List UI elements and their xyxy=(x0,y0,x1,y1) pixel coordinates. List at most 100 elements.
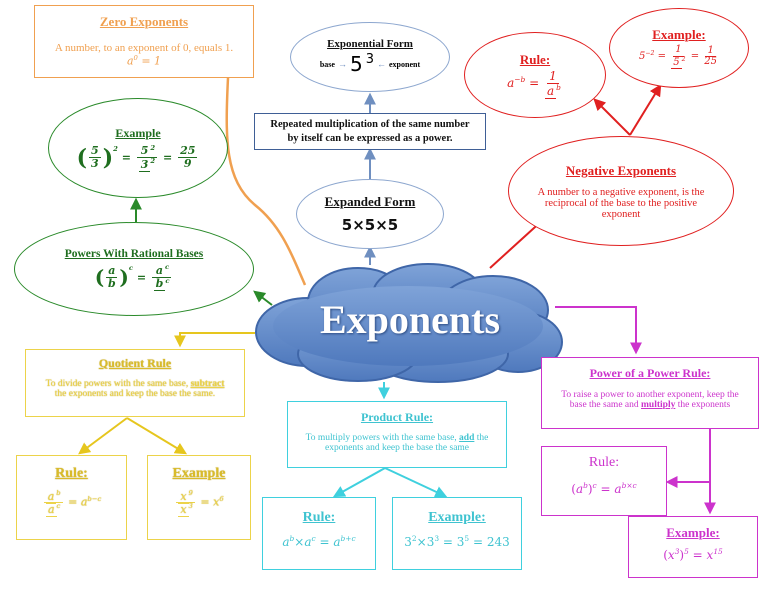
orange-connector xyxy=(225,77,307,286)
q-ex-den-exp: 3 xyxy=(188,502,193,511)
quotient-line1b: subtract xyxy=(190,379,225,389)
eg-exp: 2 xyxy=(113,144,118,153)
rat-eq: = xyxy=(133,270,150,284)
p-ex-eq: = xyxy=(439,535,457,549)
product-line1a: To multiply powers with the same base, xyxy=(305,433,460,443)
q-rule-num-exp: b xyxy=(56,489,61,497)
pwe-open: ( xyxy=(663,548,668,562)
negative-line1: A number to a negative exponent, is the xyxy=(537,186,705,198)
product-rule-box: Product Rule: To multiply powers with th… xyxy=(287,401,507,468)
negative-line3: exponent xyxy=(601,208,641,220)
paren-close: ) xyxy=(102,144,114,171)
pwe-x: x xyxy=(667,548,675,562)
exponential-base-label: base xyxy=(319,59,335,69)
exponential-title: Exponential Form xyxy=(327,38,413,50)
eg-d3: 9 xyxy=(183,157,192,170)
red-connector-left xyxy=(593,98,631,136)
q-ex-res-base: x xyxy=(213,495,220,509)
zero-exponents-box: Zero Exponents A number, to an exponent … xyxy=(34,5,254,78)
p-rule-a2: a xyxy=(304,535,312,549)
q-ex-eq: = xyxy=(196,495,214,509)
product-rule-formula-box: Rule: ab×ac = ab+c xyxy=(262,497,376,570)
neg-rule-lhs-base: a xyxy=(507,76,515,91)
q-rule-den-base: a xyxy=(45,502,57,517)
rat-rnum-exp: c xyxy=(165,263,170,272)
power-example-box: Example: (x3)5 = x15 xyxy=(628,516,758,578)
q-rule-res-exp: b−c xyxy=(87,495,102,504)
power-line2c: the exponents xyxy=(675,400,731,410)
q-example-title: Example xyxy=(172,466,226,481)
example-green-title: Example xyxy=(115,125,161,140)
neg-ex-num2: 1 xyxy=(705,44,716,58)
eg-d2e: 2 xyxy=(150,157,156,165)
product-line1b: add xyxy=(459,433,475,443)
cyan-connector-right xyxy=(384,467,448,498)
neg-ex-den1-exp: 2 xyxy=(681,55,686,63)
exponential-base: 5 xyxy=(349,52,363,76)
q-ex-res-exp: 6 xyxy=(219,495,224,504)
p-rule-title: Rule: xyxy=(302,510,336,525)
product-line2: exponents and keep the base the same xyxy=(324,443,470,453)
eg-n2e: 2 xyxy=(150,143,156,152)
neg-rule-eq: = xyxy=(525,76,543,91)
power-of-power-box: Power of a Power Rule: To raise a power … xyxy=(541,357,759,429)
pw-eq: = xyxy=(596,482,615,496)
p-ex-times: × xyxy=(416,535,427,549)
p-rule-b: b xyxy=(289,534,295,543)
neg-ex-lhs-base: 5 xyxy=(638,51,646,63)
p-ex-exp3: 5 xyxy=(464,534,470,543)
magenta-connector-main xyxy=(555,306,642,355)
p-rule-equation: ab×ac = ab+c xyxy=(263,534,375,549)
q-ex-den-base: x xyxy=(178,502,189,517)
arrow-right-icon: → xyxy=(337,59,347,69)
neg-rule-num: 1 xyxy=(547,69,559,84)
negative-exponents-oval: Negative Exponents A number to a negativ… xyxy=(508,136,734,246)
zero-equation: a0 = 1 xyxy=(35,54,253,68)
q-rule-eq: = xyxy=(64,495,81,509)
zero-eq-base: a xyxy=(126,54,134,68)
rat-exp: c xyxy=(128,264,134,273)
neg-rule-title: Rule: xyxy=(519,52,551,68)
zero-eq-exp: 0 xyxy=(133,54,138,62)
zero-eq-rest: = 1 xyxy=(137,54,162,68)
p-ex-eq2: = xyxy=(469,535,487,549)
power-line1: To raise a power to another exponent, ke… xyxy=(561,390,739,400)
eg-n3: 25 xyxy=(178,144,198,158)
p-ex-exp2: 3 xyxy=(434,534,440,543)
pw-rule-equation: (ab)c = ab×c xyxy=(542,481,666,496)
product-line1c: the xyxy=(474,433,489,443)
rat-rnum: a xyxy=(153,263,166,278)
eg-eq2: = xyxy=(159,151,177,164)
product-title: Product Rule: xyxy=(360,410,434,424)
rat-rden: b xyxy=(153,277,166,292)
exponential-exp: 3 xyxy=(365,52,374,67)
rat-num: a xyxy=(106,263,118,278)
eg-den: 3 xyxy=(91,157,99,170)
q-ex-num-base: x xyxy=(178,489,189,504)
neg-ex-lhs-exp: −2 xyxy=(645,50,655,58)
pwe-close: ) xyxy=(679,548,685,562)
p-rule-a: a xyxy=(282,535,290,549)
expanded-title: Expanded Form xyxy=(324,194,416,209)
zero-line1: A number, to an exponent of 0, equals 1. xyxy=(54,42,234,54)
p-ex-exp1: 2 xyxy=(411,534,417,543)
product-line1: To multiply powers with the same base, a… xyxy=(288,433,506,443)
neg-rule-den-base: a xyxy=(544,84,557,99)
q-rule-title: Rule: xyxy=(55,466,88,481)
pwe-e1: 3 xyxy=(674,547,680,556)
eg-eq1: = xyxy=(117,151,135,164)
pw-a: a xyxy=(575,482,584,496)
